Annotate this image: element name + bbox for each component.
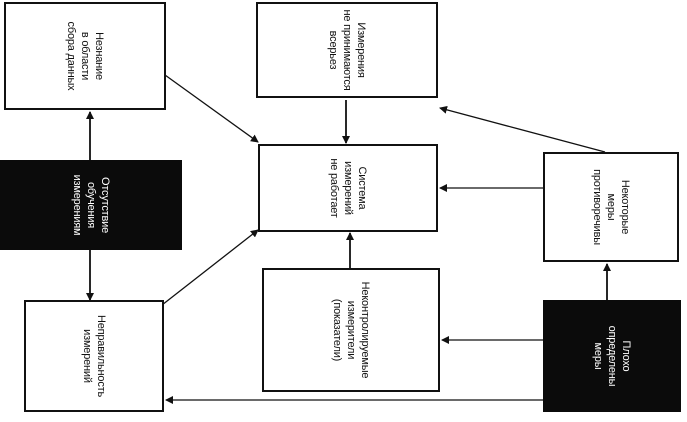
node-lack-of-knowledge-label: Незнание в области сбора данных xyxy=(65,21,105,91)
node-incorrect-measurements-label: Неправильность измерений xyxy=(81,314,107,398)
node-system-not-working-label: Система измерений не работает xyxy=(328,158,368,218)
arrow-contradictory-to-seriously xyxy=(439,105,606,153)
node-incorrect-measurements: Неправильность измерений xyxy=(24,300,164,412)
node-contradictory-measures-label: Некоторые меры противоречивы xyxy=(591,169,631,245)
node-poorly-defined-measures: Плохо определены меры xyxy=(543,300,681,412)
node-system-not-working: Система измерений не работает xyxy=(258,144,438,232)
node-uncontrolled-meters: Неконтролируемые измерители (показатели) xyxy=(262,268,440,392)
arrow-knowledge-to-system xyxy=(164,74,259,143)
node-measures-not-taken-seriously-label: Измерения не принимаются всерьез xyxy=(327,9,367,91)
node-lack-of-training: Отсутствие обучения измерениям xyxy=(0,160,182,250)
node-lack-of-training-label: Отсутствие обучения измерениям xyxy=(71,174,111,236)
node-lack-of-knowledge: Незнание в области сбора данных xyxy=(4,2,166,110)
node-uncontrolled-meters-label: Неконтролируемые измерители (показатели) xyxy=(331,281,371,379)
node-poorly-defined-measures-label: Плохо определены меры xyxy=(592,325,632,387)
node-measures-not-taken-seriously: Измерения не принимаются всерьез xyxy=(256,2,438,98)
node-contradictory-measures: Некоторые меры противоречивы xyxy=(543,152,679,262)
